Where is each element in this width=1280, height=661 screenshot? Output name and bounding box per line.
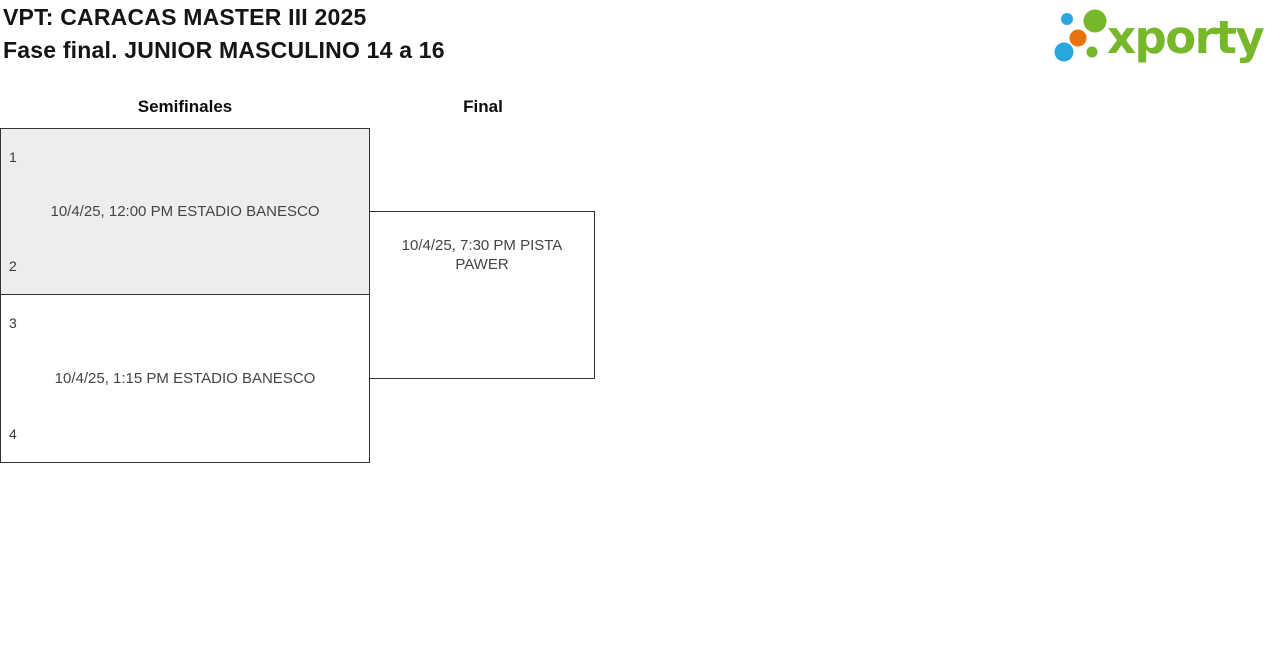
xporty-logo[interactable]: xporty (1046, 2, 1280, 70)
match-box-semifinal-2[interactable]: 3 10/4/25, 1:15 PM ESTADIO BANESCO 4 (0, 295, 370, 463)
seed-number-bottom: 2 (9, 258, 17, 274)
round-header-semifinales: Semifinales (137, 97, 233, 116)
xporty-logo-graphic: xporty (1054, 9, 1266, 64)
round-header-final: Final (463, 97, 503, 116)
xporty-logo-wordmark: xporty (1107, 11, 1264, 64)
xporty-logo-dots-icon (1054, 9, 1107, 62)
match-box-final[interactable]: 10/4/25, 7:30 PM PISTA PAWER (369, 211, 595, 379)
match-schedule: 10/4/25, 12:00 PM ESTADIO BANESCO (50, 203, 320, 220)
match-schedule: 10/4/25, 7:30 PM PISTA PAWER (401, 237, 563, 273)
match-schedule: 10/4/25, 1:15 PM ESTADIO BANESCO (54, 370, 316, 387)
match-box-semifinal-1[interactable]: 1 10/4/25, 12:00 PM ESTADIO BANESCO 2 (0, 128, 370, 295)
phase-category-subtitle: Fase final. JUNIOR MASCULINO 14 a 16 (3, 37, 445, 63)
page-header: VPT: CARACAS MASTER III 2025 Fase final.… (3, 1, 445, 67)
tournament-title: VPT: CARACAS MASTER III 2025 (3, 4, 367, 30)
seed-number-bottom: 4 (9, 426, 17, 442)
seed-number-top: 1 (9, 149, 17, 165)
seed-number-top: 3 (9, 315, 17, 331)
